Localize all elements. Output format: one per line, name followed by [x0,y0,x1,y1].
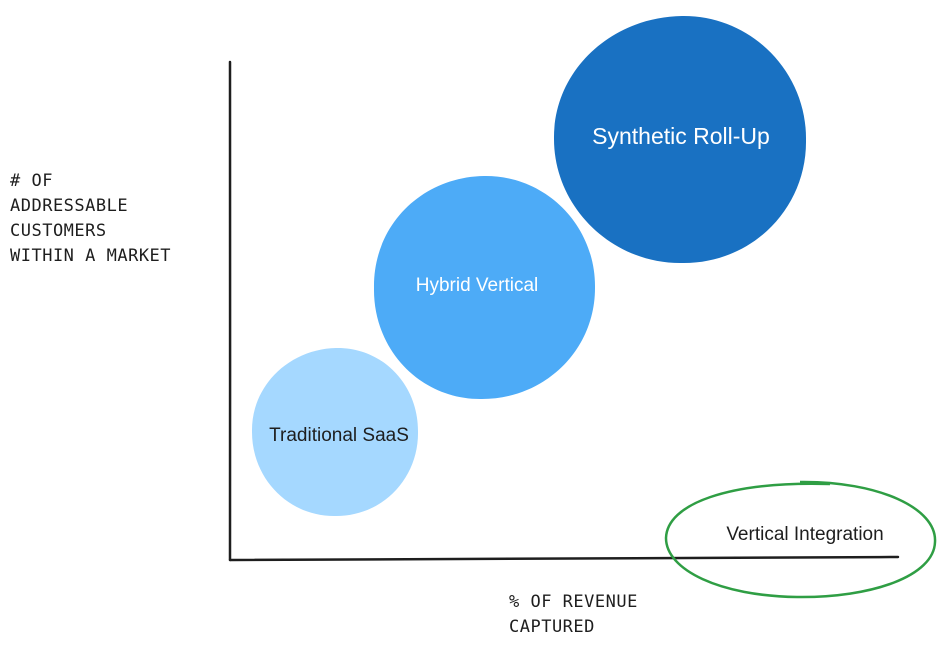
hybrid-vertical-bubble: Hybrid Vertical [373,175,596,400]
synthetic-rollup-bubble: Synthetic Roll-Up [553,15,807,264]
hybrid-vertical-shape [373,175,596,400]
x-axis-label-line-1: % OF REVENUE [509,592,638,612]
traditional-saas-bubble: Traditional SaaS [251,347,419,517]
x-axis-label-line-2: CAPTURED [509,617,595,637]
synthetic-rollup-label: Synthetic Roll-Up [592,123,770,149]
y-axis-label: # OF ADDRESSABLE CUSTOMERS WITHIN A MARK… [10,171,171,266]
vertical-integration-ellipse: Vertical Integration [664,480,937,599]
traditional-saas-shape [251,347,419,517]
y-axis-label-line-1: # OF [10,171,53,191]
synthetic-rollup-shape [553,15,807,264]
y-axis-label-line-4: WITHIN A MARKET [10,246,171,266]
y-axis-label-line-2: ADDRESSABLE [10,196,128,216]
x-axis-label: % OF REVENUE CAPTURED [509,592,638,637]
hybrid-vertical-label: Hybrid Vertical [416,275,539,296]
vertical-integration-shape [664,480,937,599]
traditional-saas-label: Traditional SaaS [269,425,409,446]
y-axis-label-line-3: CUSTOMERS [10,221,107,241]
vertical-integration-label: Vertical Integration [726,524,883,545]
x-axis-line [228,555,900,562]
